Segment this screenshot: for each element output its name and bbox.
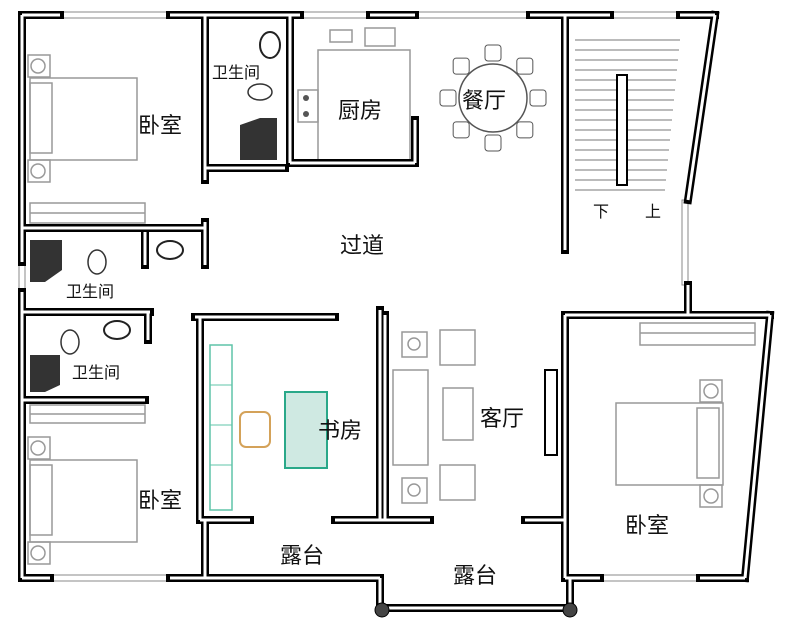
room-label-bathroom-mid: 卫生间 [66, 282, 114, 301]
balcony-pillars [374, 602, 578, 618]
dining-table-icon [439, 44, 547, 152]
room-label-terrace-left: 露台 [280, 544, 324, 569]
shower-icon [30, 118, 277, 392]
room-labels: 卧室 卫生间 厨房 餐厅 过道 下 上 卫生间 卫生间 书房 客厅 卧室 露台 … [66, 63, 669, 589]
bed-icon [27, 436, 138, 565]
chair-icon [516, 57, 534, 75]
room-label-terrace-center: 露台 [453, 564, 497, 589]
toilet-icon [60, 83, 273, 355]
room-label-corridor: 过道 [340, 234, 384, 259]
stair-label-up: 上 [645, 202, 661, 221]
chair-icon [516, 121, 534, 139]
furniture-layer [27, 27, 756, 565]
bookshelf-icon [209, 344, 233, 511]
room-label-kitchen: 厨房 [338, 99, 382, 124]
wall-inner [686, 14, 717, 201]
chair-icon [452, 121, 470, 139]
windows-layer [18, 11, 701, 582]
room-label-study: 书房 [318, 419, 362, 444]
stair-handrail [616, 74, 628, 186]
bed-icon [615, 379, 724, 508]
room-label-bathroom-low: 卫生间 [72, 363, 120, 382]
room-label-bedroom-se: 卧室 [625, 514, 669, 539]
chair-icon [529, 89, 547, 107]
table-top [458, 63, 528, 133]
sofa-icon [392, 329, 558, 504]
sink-icon [103, 31, 281, 340]
wall-inner [743, 314, 772, 579]
desk-icon [239, 391, 328, 469]
kitchen-counter-icon [297, 27, 411, 161]
chair-icon [452, 57, 470, 75]
room-label-living: 客厅 [480, 407, 524, 432]
wardrobe-icon [29, 202, 146, 224]
chair-icon [484, 44, 502, 62]
chair-icon [439, 89, 457, 107]
chair-icon [484, 134, 502, 152]
bed-icon [27, 54, 138, 183]
room-label-dining: 餐厅 [462, 89, 506, 114]
walls-layer [18, 10, 775, 612]
stair-label-down: 下 [593, 202, 609, 221]
room-label-bedroom-sw: 卧室 [138, 489, 182, 514]
wardrobe-icon [29, 404, 146, 424]
stairs-icon [575, 39, 680, 191]
wardrobe-icon [639, 322, 756, 346]
room-label-bedroom-nw: 卧室 [138, 114, 182, 139]
room-label-bathroom-top: 卫生间 [212, 63, 260, 82]
